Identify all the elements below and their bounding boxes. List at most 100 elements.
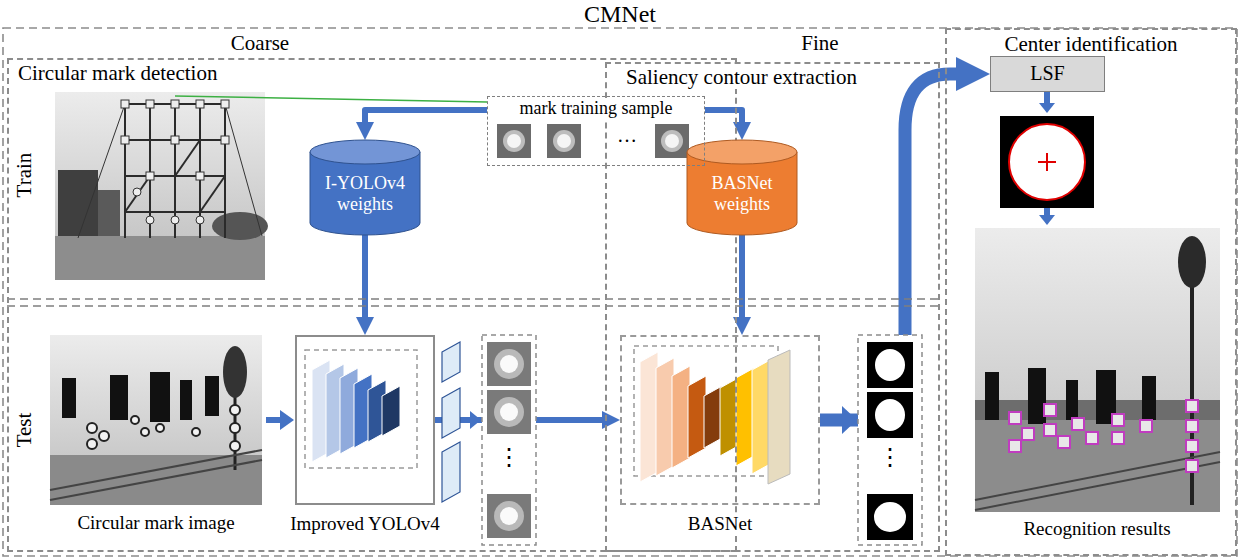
- flow-arrow: [1044, 92, 1050, 104]
- training-photo: [196, 100, 204, 108]
- basnet-layers: [752, 360, 770, 474]
- training-photo: [55, 92, 265, 280]
- result-photo: [1022, 428, 1034, 440]
- cylinder-label: BASNet weights: [692, 173, 792, 214]
- crop-column: [487, 390, 531, 434]
- feature-maps: [442, 442, 460, 502]
- sample-thumbnails: [497, 124, 531, 158]
- frame-lines: [7, 298, 940, 300]
- test-photo: [87, 405, 240, 451]
- mask-column: [875, 399, 905, 431]
- ellipsis-dots: ⋮: [878, 444, 902, 472]
- test-photo: [50, 450, 262, 490]
- test-photo: [141, 428, 149, 436]
- weights-cylinder: I-YOLOv4 weights: [310, 140, 420, 235]
- result-photo: [1112, 432, 1124, 444]
- flow-arrow: [1044, 208, 1050, 216]
- training-photo: [171, 136, 179, 144]
- crop-column: [487, 342, 531, 386]
- basnet-layers: [704, 386, 722, 448]
- test-photo: [62, 378, 76, 418]
- flow-arrow: [280, 410, 294, 430]
- feature-maps: [442, 342, 460, 502]
- feature-maps: [442, 342, 460, 382]
- training-photo: [125, 176, 150, 212]
- flow-arrow: [1039, 215, 1055, 225]
- test-photo: [110, 375, 128, 420]
- region-frame: Saliency contour extractionBASNet weight…: [605, 62, 940, 552]
- test-photo: [50, 335, 262, 505]
- result-photo: [1142, 376, 1156, 420]
- center-fit-image: [1009, 124, 1085, 200]
- training-photo: [175, 140, 200, 176]
- training-photo: [200, 176, 225, 212]
- image-caption: Circular mark image: [77, 512, 234, 534]
- basnet-layers: [736, 368, 754, 466]
- crop-column: [487, 494, 531, 538]
- box-heading: mark training sample: [517, 98, 676, 119]
- result-photo: [1140, 420, 1152, 432]
- training-photo: [146, 216, 154, 224]
- mask-column: [867, 494, 913, 540]
- training-photo: [121, 100, 229, 224]
- crop-column: [494, 397, 524, 427]
- training-photo: [171, 216, 179, 224]
- test-photo: [156, 424, 164, 432]
- basnet-layers: [640, 352, 658, 482]
- section-label: Coarse: [231, 31, 289, 55]
- frame-lines: [3, 28, 1237, 556]
- crop-column: [500, 507, 518, 525]
- training-photo: [125, 211, 225, 213]
- diagram-title: CMNet: [584, 1, 656, 29]
- crop-column: [482, 335, 536, 545]
- result-photo: [1044, 424, 1056, 436]
- result-photo: [1112, 414, 1124, 426]
- result-photo: [975, 228, 1220, 512]
- crop-column: [500, 355, 518, 373]
- sample-box: mark training sample …: [487, 96, 705, 166]
- test-photo: [230, 423, 240, 433]
- ellipsis-dots: ⋮: [497, 444, 521, 472]
- sample-thumbnails: [507, 134, 521, 148]
- mask-column: [858, 335, 922, 545]
- image-caption: Recognition results: [1023, 518, 1170, 540]
- training-photo: [55, 92, 268, 280]
- mask-column: [858, 335, 922, 545]
- basnet-layers: [672, 366, 690, 468]
- test-photo: [223, 346, 247, 398]
- training-photo: [121, 100, 129, 108]
- frame-lines: [7, 305, 940, 307]
- result-photo: [975, 228, 1220, 512]
- crop-column: [494, 349, 524, 379]
- test-photo: [205, 376, 219, 416]
- mask-column: [875, 349, 905, 381]
- section-label: Fine: [801, 31, 838, 55]
- test-photo: [230, 405, 240, 415]
- feature-maps: [442, 388, 460, 438]
- test-photo: [50, 455, 262, 505]
- ellipsis: …: [614, 124, 640, 147]
- crop-column: [500, 403, 518, 421]
- center-fit-image: [1046, 153, 1048, 171]
- yolo-layers: [382, 386, 400, 436]
- test-photo: [50, 335, 262, 505]
- training-photo: [221, 136, 229, 144]
- training-photo: [121, 136, 129, 144]
- yolo-layers: [305, 350, 417, 468]
- network-box: BASNet: [620, 335, 820, 505]
- result-photo: [1009, 412, 1021, 424]
- network-box: Improved YOLOv4: [295, 335, 435, 505]
- arrow-head: [470, 411, 481, 429]
- result-photo: [1009, 400, 1198, 472]
- crop-column: [494, 501, 524, 531]
- training-photo: [196, 172, 204, 180]
- training-photo: [55, 236, 265, 280]
- result-photo: [1186, 460, 1198, 472]
- sample-thumbnails: [661, 130, 683, 152]
- process-box: LSF: [990, 56, 1105, 92]
- test-photo: [150, 372, 170, 422]
- result-photo: [1044, 404, 1056, 416]
- test-photo: [192, 428, 200, 436]
- sample-thumbnails: [497, 124, 689, 158]
